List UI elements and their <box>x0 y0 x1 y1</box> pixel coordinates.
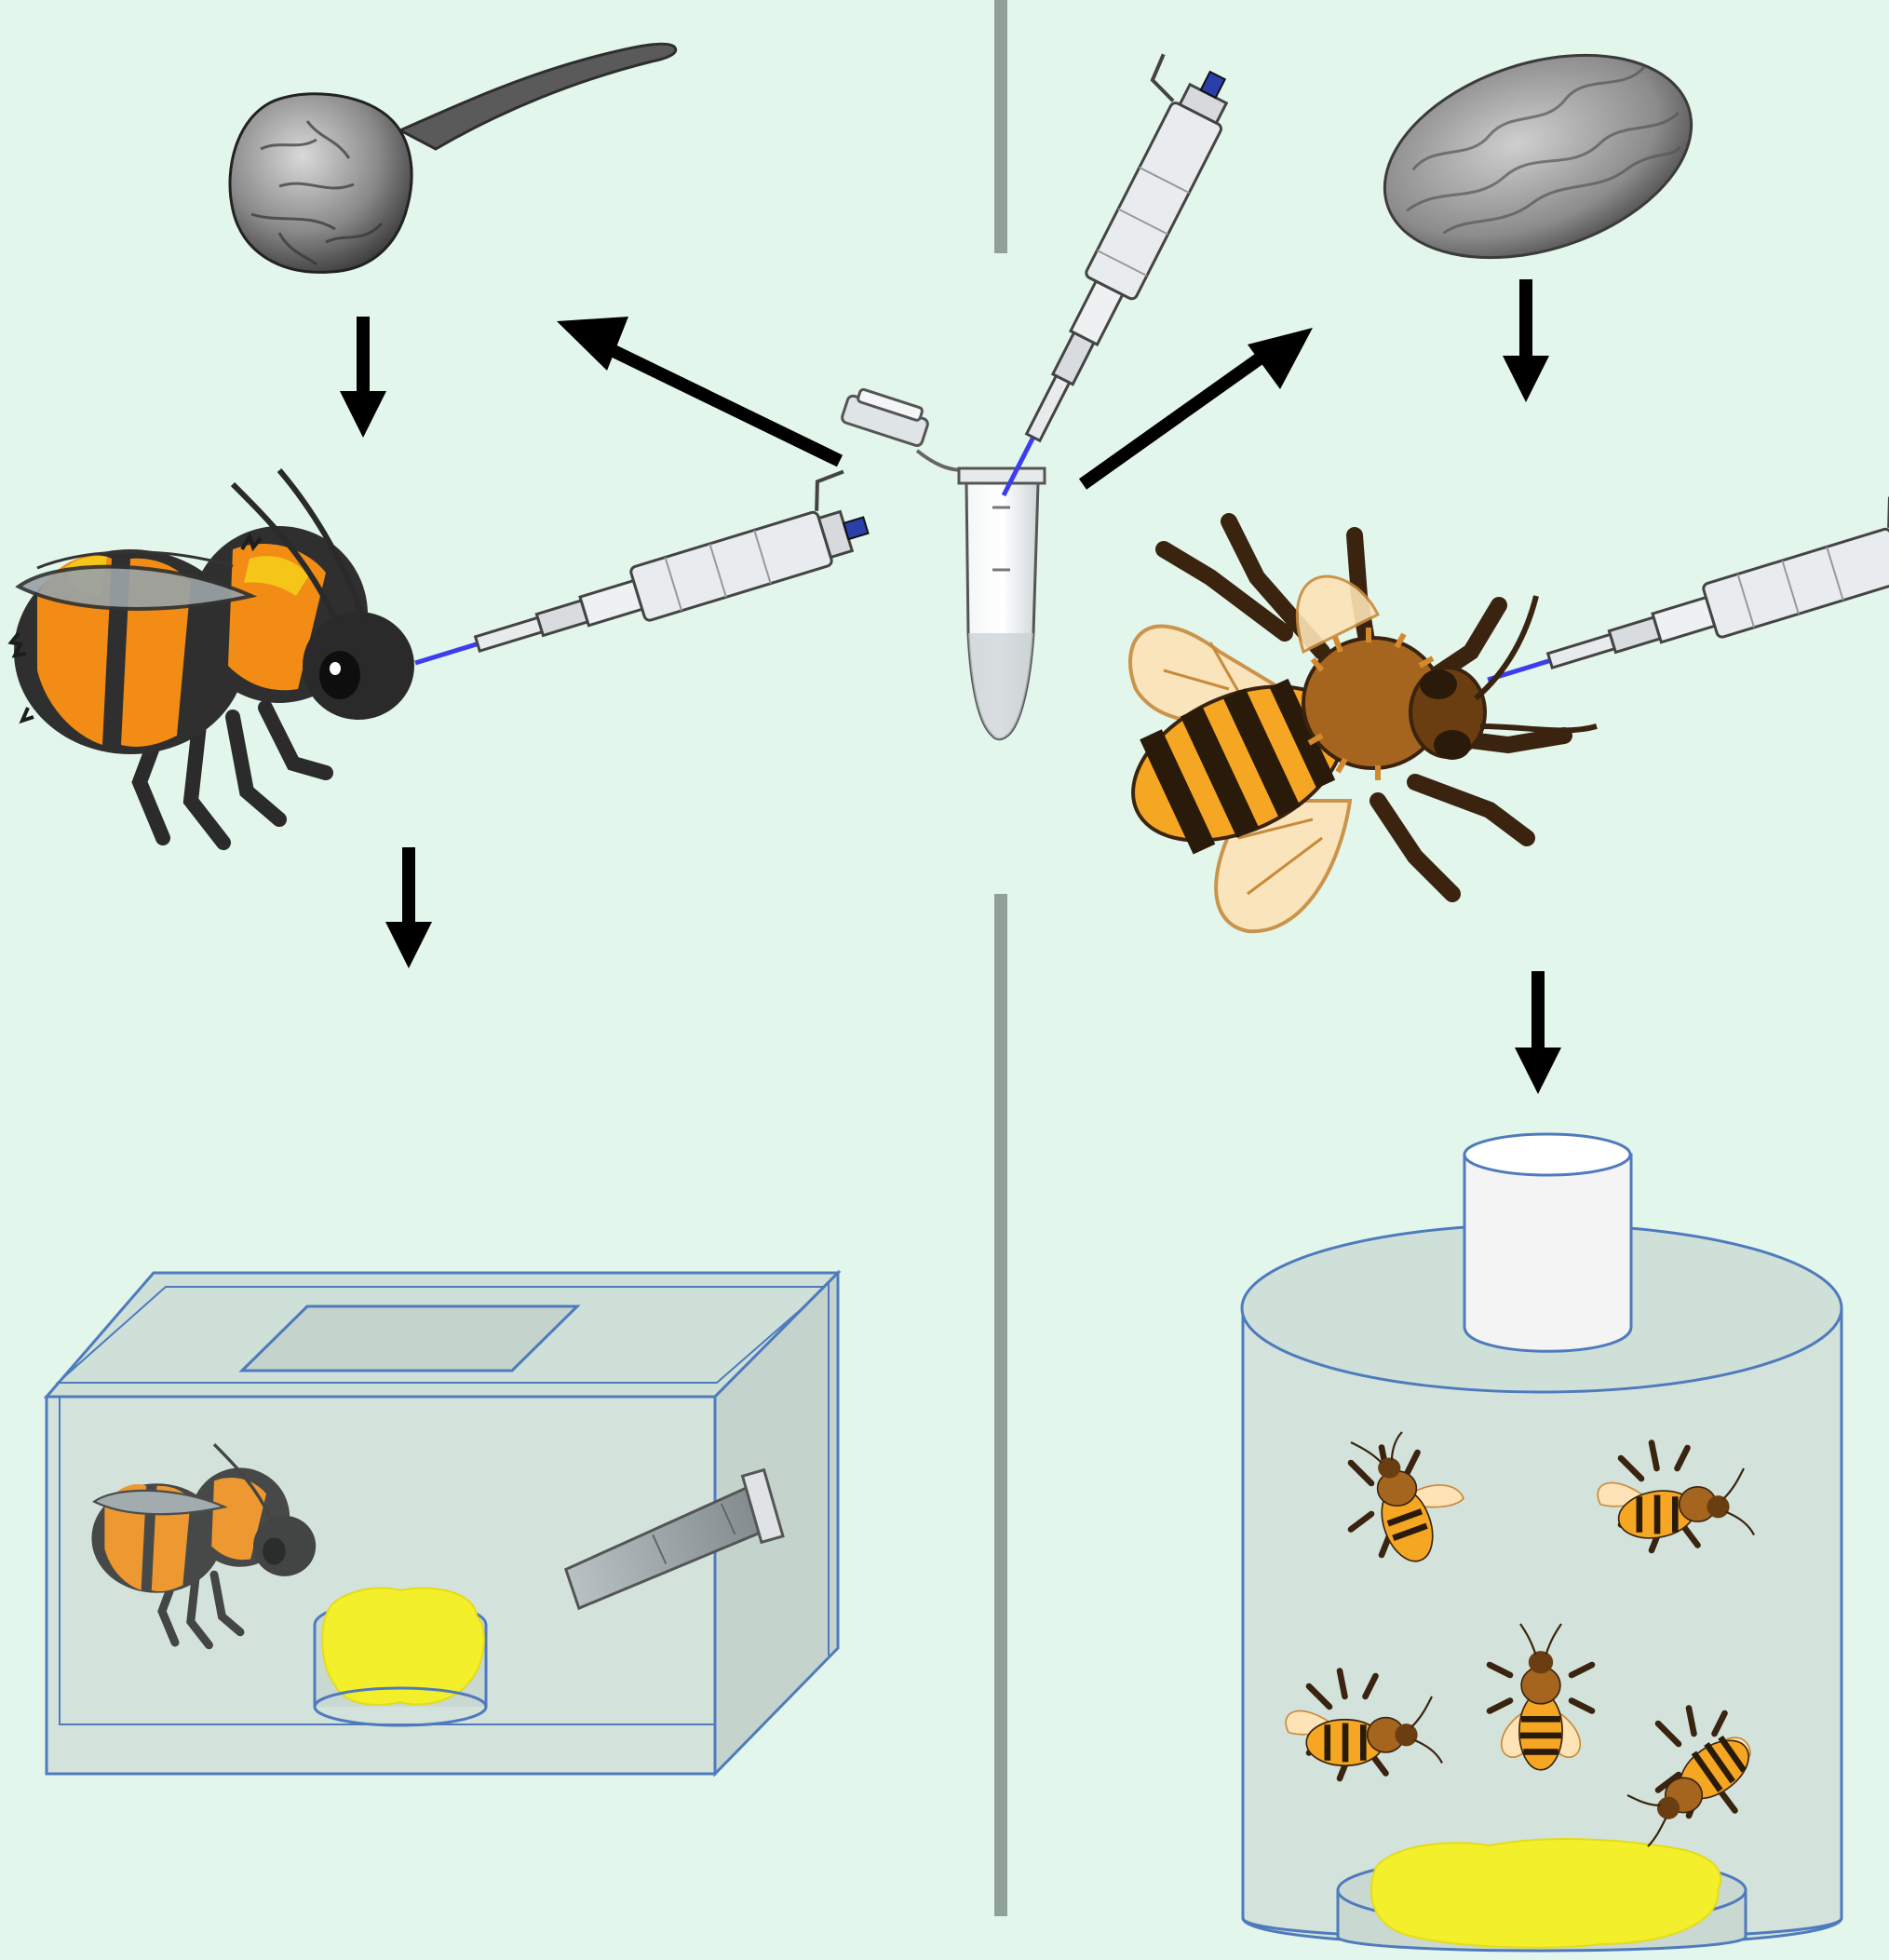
box-cage-icon <box>47 1273 838 1774</box>
cylinder-cage-icon <box>1242 1134 1842 1951</box>
